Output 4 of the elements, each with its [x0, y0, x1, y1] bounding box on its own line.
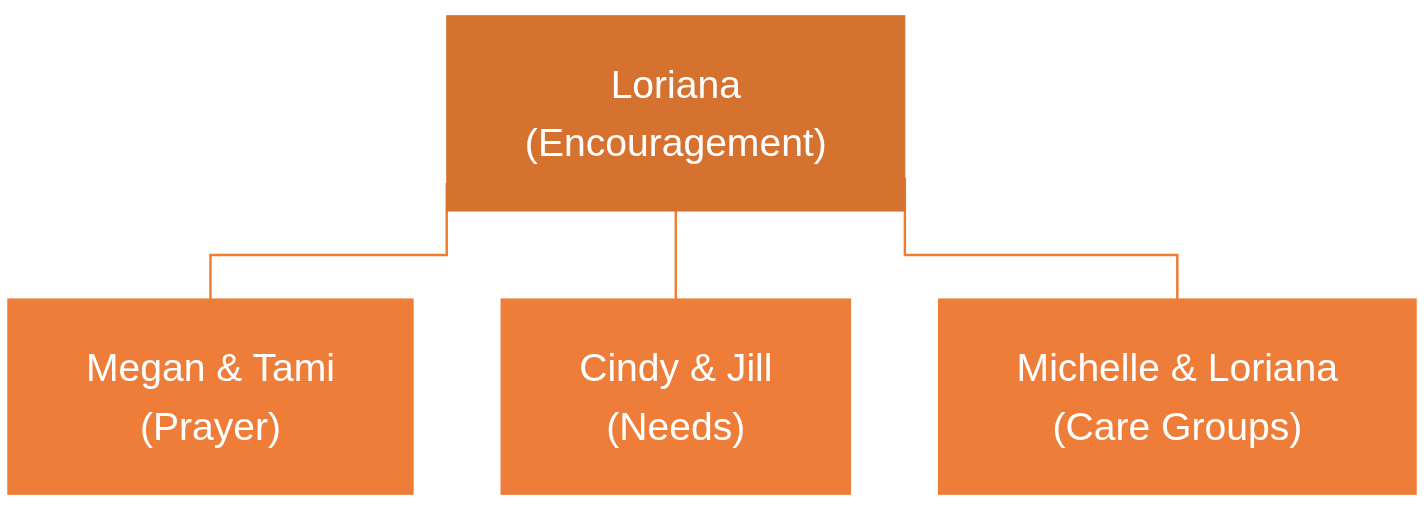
node-box: Michelle & Loriana (Care Groups) [938, 298, 1417, 495]
node-box: Loriana (Encouragement) [446, 15, 906, 212]
node-box: Megan & Tami (Prayer) [7, 298, 414, 495]
node-box: Cindy & Jill (Needs) [500, 298, 852, 495]
